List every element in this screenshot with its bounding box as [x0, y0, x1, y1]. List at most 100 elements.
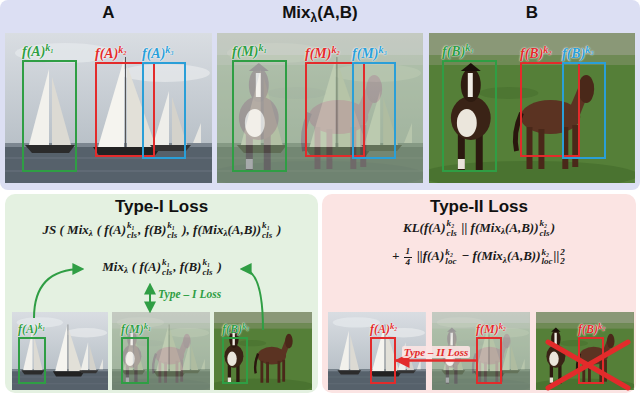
subscript: cls [162, 268, 172, 278]
box-label: f(M)k₁ [121, 321, 151, 337]
box-label: f(B)k₁ [222, 321, 249, 337]
formula-text: , f(B) [173, 259, 201, 274]
anchor-index: k₁ [258, 42, 267, 53]
superscript: k₁ [202, 258, 212, 268]
formula-text: Mix [102, 259, 124, 274]
box-label: f(B)k₂ [520, 44, 552, 62]
subscript: cls [447, 229, 457, 239]
formula-text: λ [501, 226, 505, 236]
formula-text: || [554, 248, 560, 263]
photo-frame: Bf(B)k₁f(B)k₂f(B)k₃ [429, 33, 635, 183]
superscript: k₂ [445, 248, 456, 258]
photo-heading: Mixλ(A,B) [217, 3, 423, 25]
formula-text: + [392, 248, 399, 263]
heading-text: Mix [282, 3, 310, 22]
formula-text: ) [551, 220, 555, 235]
feature-name: f(B) [520, 46, 543, 61]
feature-name: f(B) [562, 46, 585, 61]
superscript: k₂ [541, 248, 552, 258]
formula-text: (A,B)) [227, 222, 261, 237]
photo-frame: Mixλ(A,B)f(M)k₁f(M)k₂f(M)k₃ [217, 33, 423, 183]
small-photo-a [12, 312, 108, 390]
feature-name: f(M) [305, 46, 331, 61]
box-label: f(A)k₂ [95, 44, 127, 62]
photo-frame: Af(A)k₁f(A)k₂f(A)k₃ [5, 33, 212, 183]
formula-text: λ [124, 265, 128, 275]
box-label: f(A)k₁ [22, 42, 54, 60]
numerator: 1 [404, 247, 413, 258]
top-band [0, 0, 640, 190]
box-label: f(M)k₁ [232, 42, 267, 60]
denominator: 4 [404, 258, 413, 268]
formula: Type – I Loss [158, 288, 221, 300]
bounding-box: f(M)k₂ [305, 62, 365, 157]
subscript: cls [540, 229, 550, 239]
formula-text: ) [277, 222, 281, 237]
bounding-box: f(A)k₂ [95, 62, 155, 157]
formula-text: JS ( Mix [43, 222, 89, 237]
subscript: cls [127, 231, 137, 241]
bounding-box: f(A)k₁ [22, 60, 77, 172]
panel-title-text: Type-I Loss [115, 197, 208, 216]
edge-label-text: Type – II Loss [404, 346, 469, 358]
feature-name: f(B) [222, 322, 242, 336]
anchor-index: k₁ [144, 321, 151, 331]
heading-text: (A,B) [317, 3, 358, 22]
formula: JS ( Mixλ( f(A)k₁cls, f(B)k₁cls), f(Mixλ… [43, 221, 282, 240]
formula-text: , f(B) [138, 222, 166, 237]
feature-name: f(A) [142, 46, 165, 61]
bounding-box: f(B)k₂ [578, 337, 604, 384]
feature-name: f(M) [352, 46, 378, 61]
mix-arrow [242, 269, 263, 330]
bounding-box: f(A)k₁ [18, 337, 46, 384]
anchor-index: k₁ [242, 321, 249, 331]
heading-text: A [102, 3, 114, 22]
bounding-box: f(M)k₁ [121, 337, 149, 384]
superscript: k₁ [127, 221, 137, 231]
box-label: f(B)k₁ [442, 42, 474, 60]
formula: KL(f(A)k₂cls|| f(Mixλ(A,B))k₂cls) [403, 219, 555, 238]
photo-b [419, 33, 638, 189]
photo-a [5, 33, 212, 183]
bounding-box: f(M)k₂ [476, 337, 502, 384]
box-label: f(B)k₃ [562, 44, 594, 62]
bounding-box: f(B)k₁ [222, 337, 248, 384]
anchor-index: k₃ [165, 44, 174, 55]
small-photo-b [209, 312, 313, 393]
feature-name: f(A) [95, 46, 118, 61]
script-stack: k₁cls [127, 221, 137, 240]
photo-mix [207, 33, 426, 189]
formula-text: ( f(A) [132, 259, 161, 274]
script-stack: k₁cls [162, 258, 172, 277]
photo-heading: B [429, 3, 635, 23]
anchor-index: k₁ [465, 42, 474, 53]
heading-text: λ [311, 11, 318, 25]
script-stack: k₁cls [202, 258, 212, 277]
formula-text: (A,B)) [505, 220, 539, 235]
small-photo-b [531, 312, 635, 393]
anchor-index: k₁ [38, 321, 45, 331]
script-stack: k₁cls [167, 221, 177, 240]
loss-double-arrow [149, 285, 151, 311]
formula: +14||f(A)k₂loc− f(Mixλ(A,B))k₂loc||22 [392, 247, 566, 267]
anchor-index: k₂ [390, 321, 397, 331]
panel-title-text: Type-II Loss [430, 197, 528, 216]
superscript: k₁ [167, 221, 177, 231]
feature-name: f(B) [578, 322, 598, 336]
fraction: 14 [404, 247, 413, 267]
box-label: f(A)k₂ [370, 321, 397, 337]
box-label: f(M)k₃ [352, 44, 387, 62]
subscript: 2 [560, 257, 565, 267]
bounding-box: f(B)k₂ [520, 62, 580, 157]
formula-text: λ [89, 228, 93, 238]
script-stack: k₂cls [447, 219, 457, 238]
panel-title: Type-II Loss [322, 197, 636, 217]
bounding-box: f(A)k₃ [142, 62, 186, 159]
formula-text: ), f(Mix [182, 222, 223, 237]
formula-text: || f(Mix [462, 220, 501, 235]
formula-text: KL(f(A) [403, 220, 446, 235]
script-stack: 22 [560, 248, 565, 267]
small-photo-mix [107, 312, 211, 393]
script-stack: k₁cls [262, 221, 272, 240]
